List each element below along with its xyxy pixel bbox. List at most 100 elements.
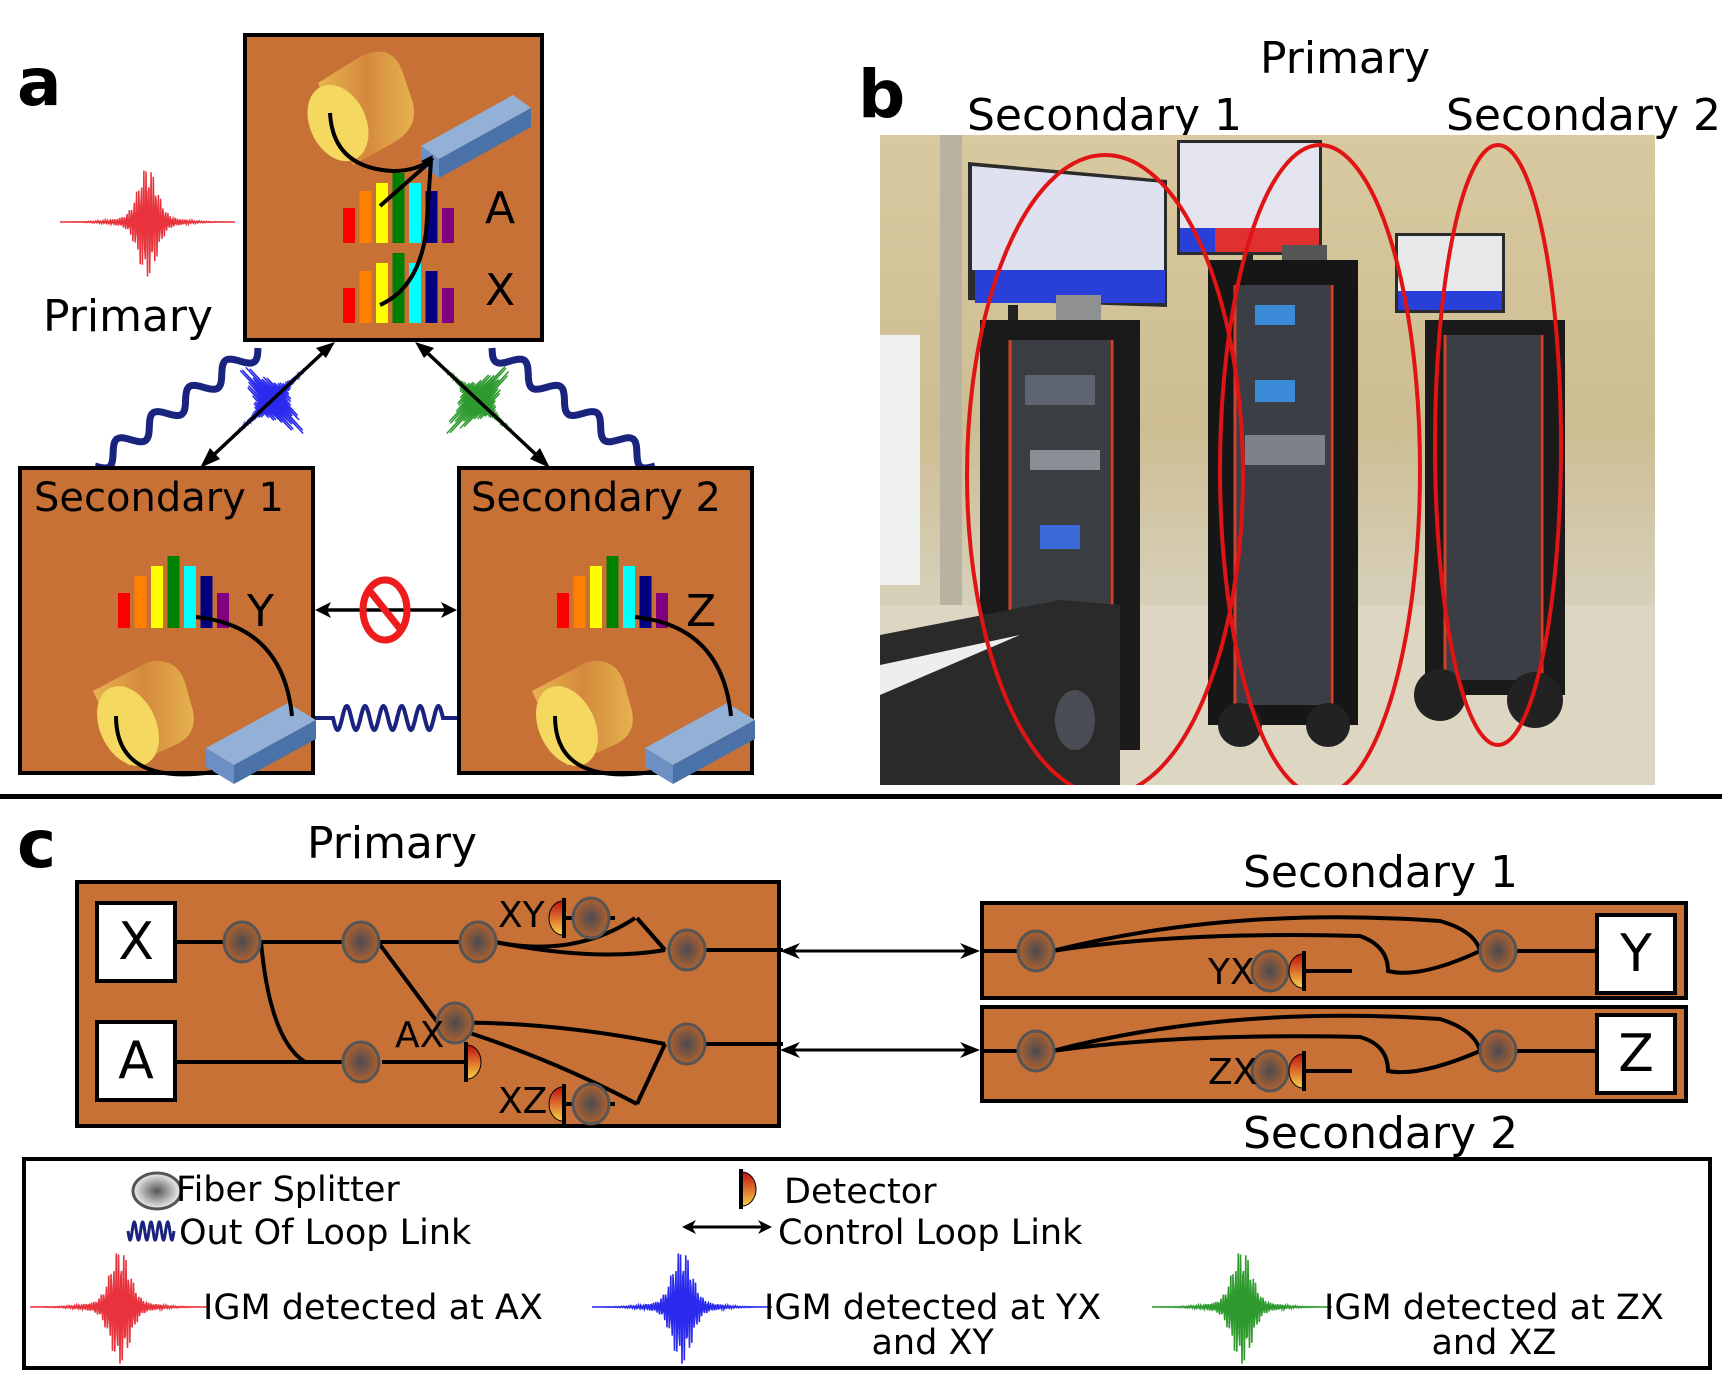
comb-line — [151, 566, 163, 628]
igm-ax-icon — [30, 1253, 210, 1364]
detector-icon — [739, 1169, 757, 1209]
fiber-splitter-icon — [1478, 929, 1518, 973]
fiber-splitter-icon — [341, 920, 381, 964]
comb-line — [343, 288, 355, 323]
comb-y-label: Y — [247, 586, 274, 637]
panel-c-primary-label: Primary — [307, 818, 478, 869]
panel-a-primary-box: A X — [243, 33, 544, 342]
comb-line — [590, 566, 602, 628]
igm-zx-icon — [1152, 1253, 1332, 1364]
control-loop-link-1-icon — [203, 344, 332, 465]
panel-a-secondary2-box: Secondary 2 Z — [457, 466, 755, 784]
fiber-splitter-icon — [1478, 1029, 1518, 1073]
fiber-splitter-icon — [667, 1022, 707, 1066]
source-a-box: A — [95, 1020, 177, 1102]
panel-b-secondary2-label: Secondary 2 — [1446, 90, 1721, 141]
rack-photo-illustration — [880, 135, 1655, 785]
comb-line — [200, 576, 213, 628]
detector-xy-label: XY — [498, 895, 545, 936]
detector-xz-icon — [548, 1084, 566, 1124]
legend-igm-zx-line1: IGM detected at ZX — [1324, 1288, 1664, 1328]
comb-line — [118, 593, 130, 628]
source-z-box: Z — [1595, 1013, 1677, 1095]
igm-red-trace — [60, 170, 235, 277]
panel-c-secondary2-box: Z ZX — [980, 1005, 1688, 1103]
panel-b-secondary1-label: Secondary 1 — [967, 90, 1242, 141]
comb-line — [343, 208, 355, 243]
comb-line — [573, 576, 586, 628]
control-loop-link-icon — [682, 1220, 772, 1234]
panel-a-secondary1-title: Secondary 1 — [34, 475, 284, 521]
section-divider — [0, 794, 1722, 799]
secondary2-laser-comb-icon — [532, 556, 755, 784]
monitor-secondary1 — [968, 162, 1167, 360]
secondary1-laser-comb-icon — [93, 556, 316, 784]
panel-a-secondary2-title: Secondary 2 — [471, 475, 721, 521]
secondary-link-area — [315, 576, 457, 733]
detector-ax-label: AX — [395, 1015, 445, 1056]
igm-yx-icon — [592, 1253, 772, 1364]
panel-b-primary-label: Primary — [1260, 33, 1431, 84]
fiber-splitter-icon — [1016, 929, 1056, 973]
fiber-splitter-icon — [435, 1001, 475, 1045]
fiber-splitter-icon — [222, 920, 262, 964]
panel-c-secondary1-label: Secondary 1 — [1243, 847, 1518, 898]
control-loop-link-2-icon — [418, 344, 547, 465]
fiber-splitter-icon — [1250, 949, 1290, 993]
detector-yx-icon — [1288, 951, 1306, 991]
detector-zx-label: ZX — [1208, 1052, 1258, 1093]
comb-line — [359, 191, 372, 243]
fiber-splitter-icon — [341, 1040, 381, 1084]
legend-igm-zx: IGM detected at ZX and XZ — [1324, 1291, 1664, 1361]
legend-fiber-splitter: Fiber Splitter — [176, 1170, 400, 1210]
comb-line — [425, 271, 438, 323]
igm-red-pulse-icon — [60, 170, 235, 277]
panel-a-label: a — [17, 44, 62, 121]
legend-igm-yx: IGM detected at YX and XY — [764, 1291, 1101, 1361]
fiber-splitter-icon — [131, 1171, 183, 1211]
detector-yx-label: YX — [1208, 952, 1255, 993]
comb-line — [442, 208, 454, 243]
secondary1-highlight-ellipse — [965, 153, 1245, 785]
comb-a-label: A — [485, 183, 516, 234]
detector-zx-icon — [1288, 1051, 1306, 1091]
comb-line — [656, 593, 668, 628]
panel-c-secondary1-box: Y YX — [980, 901, 1688, 1000]
comb-line — [217, 593, 229, 628]
rack-primary — [1208, 260, 1358, 747]
rack-secondary2 — [1414, 320, 1565, 728]
comb-line — [639, 576, 652, 628]
panel-c-control-links — [780, 943, 980, 1058]
fiber-splitter-icon — [458, 920, 498, 964]
legend-detector: Detector — [784, 1172, 937, 1212]
comb-line — [409, 183, 421, 243]
panel-c-primary-box: X A XY AX XZ — [75, 880, 783, 1128]
legend-icons — [30, 1169, 1332, 1364]
detector-ax-icon — [464, 1042, 482, 1082]
comb-line — [167, 556, 180, 628]
detector-xz-label: XZ — [498, 1081, 548, 1122]
fiber-splitter-icon — [1250, 1049, 1290, 1093]
detector-xy-icon — [548, 898, 566, 938]
panel-c-secondary2-label: Secondary 2 — [1243, 1108, 1518, 1159]
primary-highlight-ellipse — [1218, 143, 1422, 785]
legend-igm-ax: IGM detected at AX — [203, 1288, 543, 1328]
rack-secondary1 — [980, 320, 1140, 750]
legend-igm-yx-line2: and XY — [871, 1323, 994, 1363]
comb-line — [376, 183, 388, 243]
primary-fiber-circuit — [176, 896, 783, 1126]
comb-line — [442, 288, 454, 323]
modulator-block-icon — [421, 95, 531, 178]
laser-cylinder-icon — [307, 51, 415, 165]
legend-igm-yx-line1: IGM detected at YX — [764, 1288, 1102, 1328]
comb-z-label: Z — [686, 586, 717, 637]
comb-a-icon — [343, 173, 454, 243]
legend-control-loop: Control Loop Link — [778, 1213, 1083, 1253]
comb-line — [376, 263, 388, 323]
comb-line — [359, 271, 372, 323]
source-y-box: Y — [1595, 913, 1677, 995]
panel-a-primary-label: Primary — [43, 291, 214, 342]
comb-line — [184, 566, 196, 628]
source-x-box: X — [95, 901, 177, 983]
comb-line — [606, 556, 619, 628]
